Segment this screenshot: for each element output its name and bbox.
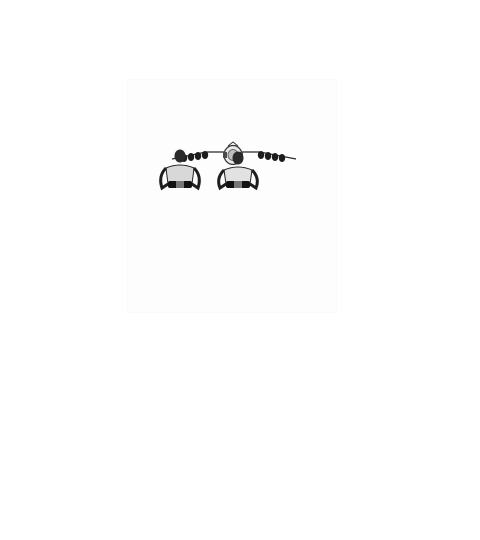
belt-plate xyxy=(194,152,202,160)
left-wrestler-arm-left xyxy=(159,166,169,191)
right-wrestler-head xyxy=(232,151,244,165)
belt-plate xyxy=(257,151,265,159)
right-wrestler-arm-left xyxy=(217,168,227,191)
championship-belt xyxy=(171,141,297,166)
belt-plate xyxy=(271,153,279,161)
belt-plate xyxy=(187,153,195,161)
belt-plate xyxy=(201,151,209,159)
left-wrestler-arm-right xyxy=(191,166,201,191)
right-wrestler xyxy=(217,151,259,191)
photo-panel xyxy=(128,80,336,312)
photo-scene xyxy=(159,141,297,191)
right-wrestler-arm-right xyxy=(249,168,259,191)
belt-plate xyxy=(264,152,272,160)
left-wrestler-head xyxy=(174,149,186,163)
left-wrestler xyxy=(159,149,201,191)
belt-plate xyxy=(278,154,286,162)
